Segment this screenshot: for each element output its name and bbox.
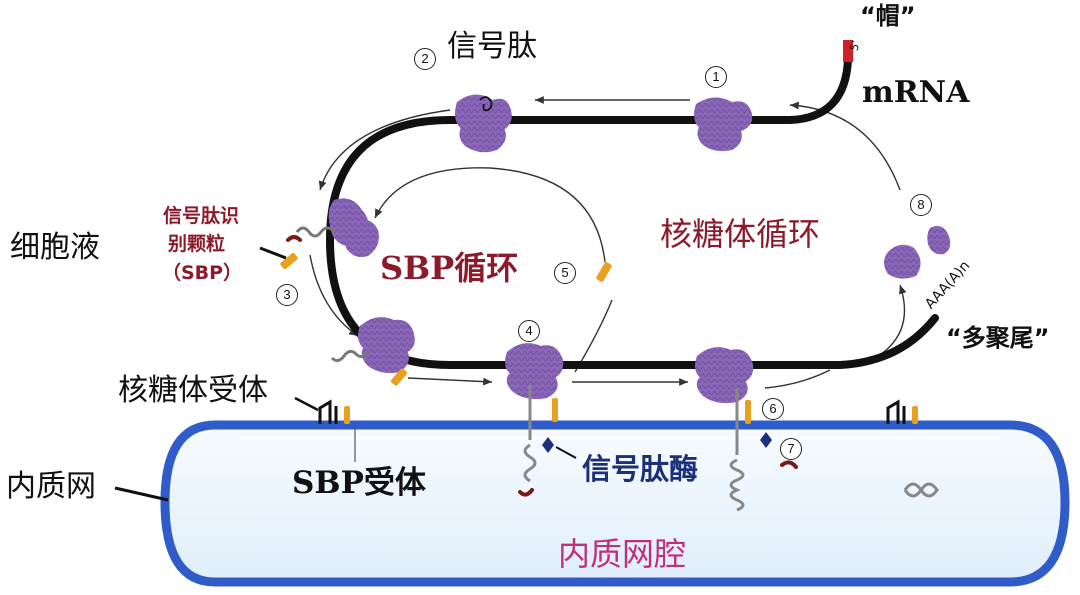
step-4-marker: 4 [518, 320, 540, 342]
step-5-marker: 5 [554, 262, 576, 284]
ribosome-receptor-label: 核糖体受体 [118, 373, 268, 408]
srp-particles [259, 246, 612, 386]
step-3-marker: 3 [276, 284, 298, 306]
polypeptide-chains [295, 96, 939, 512]
mrna-strand [325, 40, 939, 369]
cleaved-signal-peptides [286, 235, 798, 497]
step-6-marker: 6 [762, 398, 784, 420]
srp-label-line2: 别颗粒 [168, 233, 226, 255]
er-pointer-line [114, 486, 169, 502]
receptor-pointer-line [294, 396, 319, 412]
signal-peptide-label: 信号肽 [447, 29, 537, 64]
step-2-marker: 2 [414, 48, 436, 70]
signal-peptidase-label: 信号肽酶 [582, 452, 699, 486]
step-7-marker: 7 [780, 438, 802, 460]
er-label: 内质网 [6, 469, 96, 504]
er-lumen-label: 内质网腔 [558, 535, 687, 573]
ribosome-cycle-label: 核糖体循环 [660, 215, 821, 253]
cytosol-label: 细胞液 [10, 230, 100, 265]
er-membrane [160, 420, 1070, 587]
signal-peptidase [542, 432, 772, 459]
ribosomes [328, 94, 951, 404]
srp-cycle-label: SBP循环 [380, 249, 519, 287]
cap-label: “帽” [860, 2, 916, 30]
srp-label-line1: 信号肽识 [163, 205, 240, 227]
step-1-marker: 1 [705, 66, 727, 88]
srp-receptor-label: SBP受体 [292, 465, 426, 501]
polya-tail-label: “多聚尾” [946, 324, 1050, 352]
srp-label-line3: （SBP） [162, 262, 243, 284]
cycle-arrows [309, 96, 907, 389]
mrna-label: mRNA [862, 75, 970, 110]
ribosome-receptors [318, 398, 918, 424]
step-8-marker: 8 [910, 194, 932, 216]
